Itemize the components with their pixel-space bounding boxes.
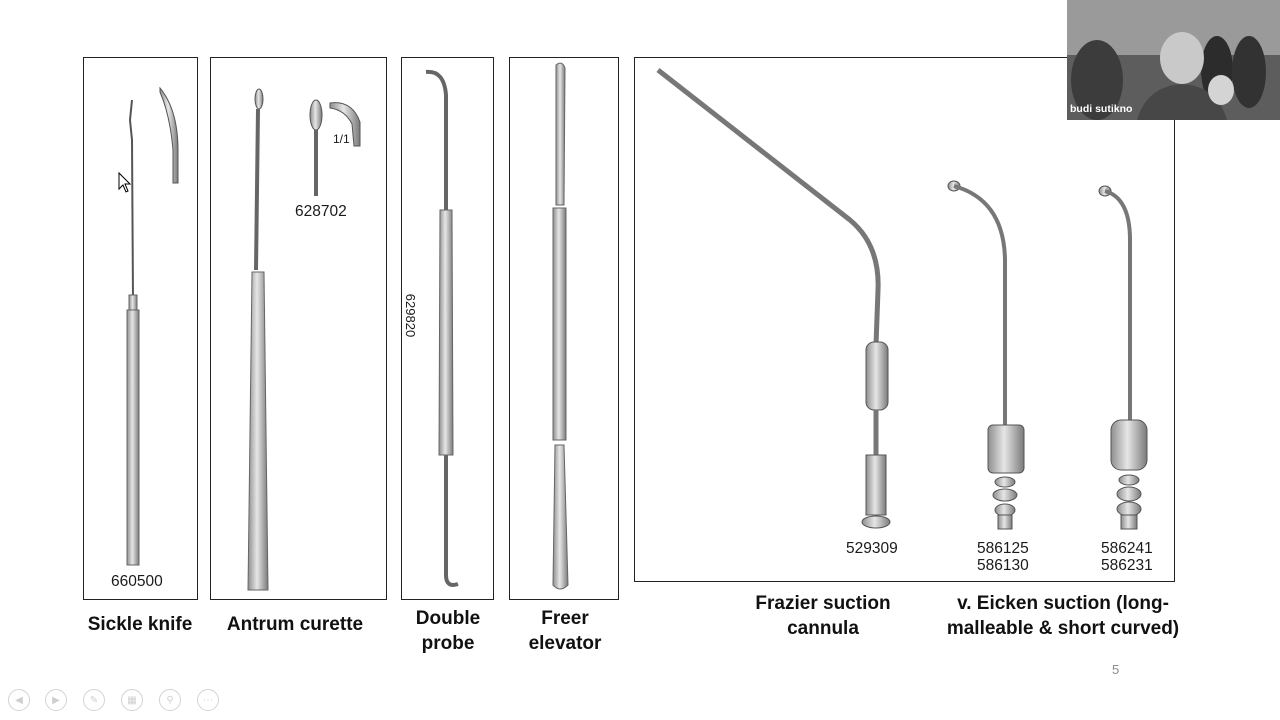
- video-thumbnail[interactable]: budi sutikno: [1067, 0, 1280, 120]
- catalog-number-sickle-knife: 660500: [111, 573, 163, 590]
- caption-frazier-suction: Frazier suction cannula: [740, 591, 906, 641]
- freer-elevator-illustration: [552, 62, 569, 590]
- caption-freer-elevator: Freer elevator: [510, 606, 620, 656]
- slide-page-number: 5: [1112, 662, 1120, 677]
- zoom-icon[interactable]: ⚲: [159, 689, 181, 711]
- caption-double-probe: Double probe: [398, 606, 498, 656]
- antrum-curette-illustration: [247, 88, 361, 591]
- catalog-number-double-probe: 629820: [403, 293, 419, 338]
- caption-eicken-line-2: malleable & short curved): [946, 618, 1180, 639]
- sickle-knife-illustration: [126, 86, 179, 566]
- catalog-number-eicken-short-1: 586241: [1101, 540, 1153, 557]
- more-icon[interactable]: ⋯: [197, 689, 219, 711]
- next-icon[interactable]: ▶: [45, 689, 67, 711]
- frazier-suction-illustration: [656, 68, 891, 529]
- caption-frazier-line-1: Frazier suction: [755, 593, 891, 614]
- caption-eicken-suction: v. Eicken suction (long- malleable & sho…: [940, 591, 1186, 641]
- double-probe-illustration: [425, 69, 459, 587]
- catalog-number-eicken-long-2: 586130: [977, 557, 1029, 574]
- caption-antrum-curette: Antrum curette: [226, 614, 364, 635]
- caption-double-probe-line-2: probe: [421, 633, 475, 654]
- catalog-number-frazier: 529309: [846, 540, 898, 557]
- pen-icon[interactable]: ✎: [83, 689, 105, 711]
- slides-icon[interactable]: ▦: [121, 689, 143, 711]
- panel-sickle-knife: [83, 57, 198, 600]
- caption-eicken-line-1: v. Eicken suction (long-: [957, 593, 1169, 614]
- catalog-number-antrum-curette: 628702: [295, 203, 347, 220]
- panel-antrum-curette: [210, 57, 387, 600]
- caption-sickle-knife: Sickle knife: [87, 614, 193, 635]
- eicken-short-suction-illustration: [1098, 185, 1148, 530]
- participant-name: budi sutikno: [1070, 103, 1133, 115]
- panel-suction: [634, 57, 1175, 582]
- catalog-number-eicken-long-1: 586125: [977, 540, 1029, 557]
- caption-freer-elevator-line-2: elevator: [528, 633, 602, 654]
- mouse-cursor-icon: [118, 171, 132, 193]
- caption-freer-elevator-line-1: Freer: [541, 608, 589, 629]
- video-feed-image: [1067, 0, 1280, 120]
- detail-scale-label: 1/1: [333, 132, 350, 146]
- catalog-number-eicken-short-2: 586231: [1101, 557, 1153, 574]
- caption-frazier-line-2: cannula: [787, 618, 859, 639]
- caption-double-probe-line-1: Double: [415, 608, 481, 629]
- prev-icon[interactable]: ◀: [8, 689, 30, 711]
- eicken-long-suction-illustration: [947, 180, 1025, 530]
